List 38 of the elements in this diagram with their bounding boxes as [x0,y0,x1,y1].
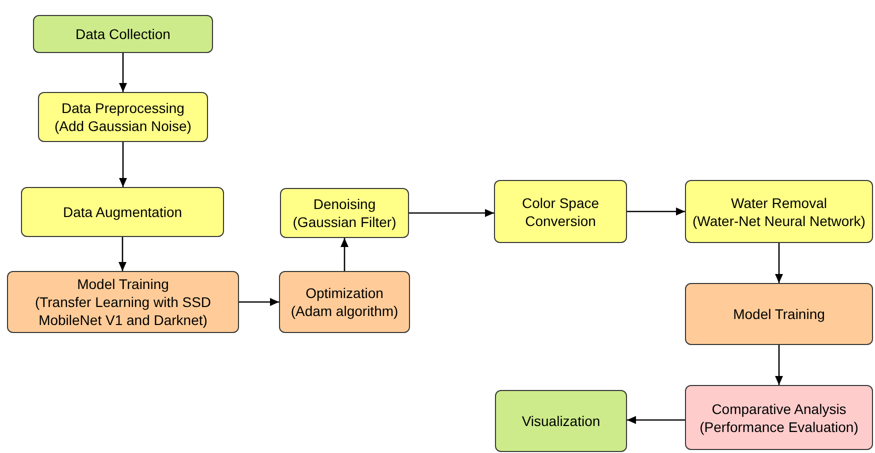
process-box [21,187,224,237]
arrow [409,209,494,217]
box-label: Comparative Analysis [712,400,846,418]
arrow [118,237,126,271]
box-label: Visualization [522,412,600,430]
process-box [33,15,213,53]
arrow [627,416,685,424]
box-label: (Transfer Learning with SSD MobileNet V1 and Darknet) [34,293,212,329]
box-label: Color Space Conversion [520,194,600,230]
process-box [494,180,627,243]
arrow [775,345,783,385]
box-label: Optimization [306,284,384,302]
box-label: (Adam algorithm) [290,302,398,320]
process-box [685,283,873,345]
box-label: Denoising [313,195,376,213]
box-label: Data Augmentation [62,203,182,221]
box-label: Water Removal [731,194,827,212]
process-box [495,390,627,452]
process-box [685,180,873,243]
box-label: Model Training [733,305,825,323]
arrow [775,243,783,283]
box-label: Data Preprocessing [62,99,184,117]
arrow [119,53,127,92]
process-box [279,271,410,333]
box-label: (Add Gaussian Noise) [54,117,192,135]
box-label: (Water-Net Neural Network) [692,212,866,230]
arrow [627,208,685,216]
process-box [7,271,239,333]
box-label: Data Collection [76,25,170,43]
arrow [239,298,279,306]
process-box [685,385,873,450]
box-label: (Performance Evaluation) [700,418,858,436]
arrow [119,142,127,187]
process-box [38,92,208,142]
process-box [280,188,409,238]
box-label: Model Training [77,275,169,293]
arrow [340,238,348,271]
box-label: (Gaussian Filter) [292,213,396,231]
